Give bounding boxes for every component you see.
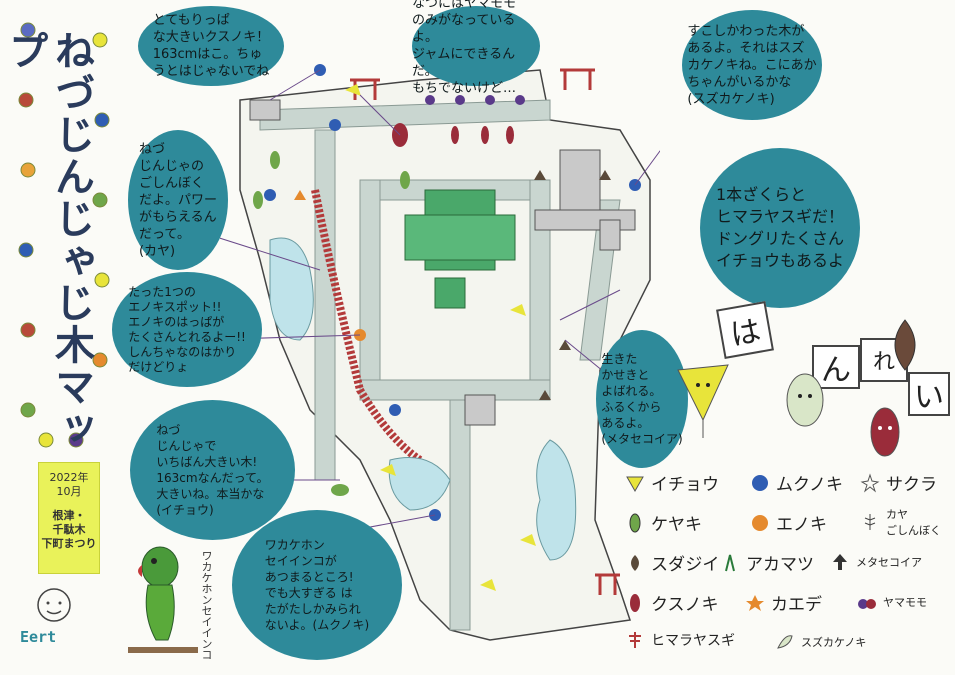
bubble-ichou-text: ねづ じんじゃで いちばん大きい木! 163cmなんだって。 大きいね。本当かな… [156, 423, 269, 517]
legend-akamatsu: アカマツ [720, 550, 814, 575]
bubble-mukunoki: ワカケホン セイインコが あつまるところ! でも大すぎる は たがたしかみられ … [232, 510, 402, 660]
akamatsu-needle-icon [725, 554, 735, 571]
bubble-metasequoia-text: 生きた かせきと よばれる。 ふるくから あるよ。 (メタセコイア) [601, 352, 683, 446]
ichou-leaf-icon [626, 476, 644, 492]
kaya-branch-icon [864, 514, 876, 530]
shrine-map [220, 64, 660, 641]
tree-markers [253, 64, 641, 591]
legend-himalaya: ヒマラヤスギ [625, 630, 735, 650]
legend-suzukake: スズカケノキ [775, 632, 866, 652]
legend-kaya: カヤ ごしんぼく [860, 506, 941, 538]
date-place-1: 根津・ [52, 509, 86, 522]
legend-kaede: カエデ [745, 590, 822, 615]
bubble-sakura-text: 1本ざくらと ヒマラヤスギだ！ ドングリたくさん イチョウもあるよ [715, 185, 844, 270]
bubble-enoki-text: たった1つの エノキスポット!! エノキのはっぱが たくさんとれるよー!! しん… [128, 284, 246, 374]
legend-metasequoia: メタセコイア [830, 552, 922, 572]
map-title: ねづじんじゃじ木マップ [2, 30, 94, 450]
sudajii-acorn-icon [631, 554, 639, 571]
keyaki-leaf-icon [629, 513, 641, 532]
bubble-enoki: たった1つの エノキスポット!! エノキのはっぱが たくさんとれるよー!! しん… [112, 272, 262, 387]
legend-sign-n: ん [812, 345, 860, 389]
bubble-kusunoki-text: とてもりっぱ な大きいクスノキ！ 163cmはこ。ちゅ うとはじゃないでね [152, 13, 270, 79]
date-place-2: 千駄木 [52, 523, 86, 536]
other-buildings [249, 99, 636, 426]
leaf-character-icon [786, 373, 824, 427]
enoki-berry-icon [752, 514, 768, 531]
parrot-label: ワカケホンセイインコ [200, 550, 213, 660]
kaede-leaf-icon [746, 594, 764, 611]
bubble-suzukake-text: すこしかわった木が あるよ。それはスズ カケノキね。こにあか ちゃんがいるかな … [687, 23, 817, 107]
ginkgo-character-icon [677, 364, 729, 438]
yamamomo-berry-icon [858, 599, 876, 609]
himalaya-cedar-icon [629, 632, 641, 648]
bubble-sakura: 1本ざくらと ヒマラヤスギだ！ ドングリたくさん イチョウもあるよ [700, 148, 860, 308]
tree-legend: イチョウ ムクノキ サクラ ケヤキ エノキ カヤ ごしんぼく スダジイ [625, 470, 945, 660]
mukunoki-berry-icon [752, 474, 768, 491]
legend-yamamomo: ヤマモモ [857, 592, 927, 612]
legend-sakura: サクラ [860, 470, 937, 495]
kusunoki-character-icon [870, 407, 900, 457]
legend-enoki: エノキ [750, 510, 827, 535]
legend-sign-ha: は [716, 301, 774, 359]
date-box: 2022年 10月 根津・ 千駄木 下町まつり [38, 462, 100, 574]
bubble-metasequoia: 生きた かせきと よばれる。 ふるくから あるよ。 (メタセコイア) [596, 330, 688, 468]
legend-keyaki: ケヤキ [625, 510, 702, 535]
bubble-yamamomo: なつにはヤマモモ のみがなっているよ。 ジャムにできるんだ。 もちでないけど… [412, 0, 540, 96]
title-column: ねづじんじゃじ木マップ [2, 10, 114, 450]
legend-kaya-label-1: カヤ [886, 508, 908, 521]
kid-face-icon [37, 588, 71, 622]
legend-sign-i: い [908, 372, 950, 416]
signature: Eert [20, 628, 57, 646]
suzukake-leaf-icon [777, 635, 793, 649]
legend-mukunoki: ムクノキ [750, 470, 843, 495]
date-year: 2022年 [49, 471, 89, 484]
bubble-kusunoki: とてもりっぱ な大きいクスノキ！ 163cmはこ。ちゅ うとはじゃないでね [138, 6, 284, 86]
bubble-mukunoki-text: ワカケホン セイインコが あつまるところ! でも大すぎる は たがたしかみられ … [264, 538, 370, 632]
metasequoia-arrow-icon [833, 554, 847, 570]
legend-ichou: イチョウ [625, 470, 719, 495]
ponds [269, 237, 577, 561]
sudajii-character-icon [894, 319, 916, 371]
torii-tunnel-path [311, 189, 423, 464]
bubble-suzukake: すこしかわった木が あるよ。それはスズ カケノキね。こにあか ちゃんがいるかな … [682, 10, 822, 120]
main-shrine-building [404, 189, 516, 309]
date-month: 10月 [56, 485, 82, 498]
bubble-kaya: ねづ じんじゃの ごしんぼく だよ。パワー がもらえるん だって。 (カヤ) [128, 130, 228, 270]
legend-kusunoki: クスノキ [625, 590, 719, 615]
sakura-flower-icon [860, 472, 880, 492]
date-place-3: 下町まつり [41, 537, 97, 550]
parrot-icon [128, 546, 198, 653]
leaf-border-decoration [18, 22, 110, 448]
torii-gates [350, 68, 620, 595]
bubble-kaya-text: ねづ じんじゃの ごしんぼく だよ。パワー がもらえるん だって。 (カヤ) [138, 141, 217, 259]
kusunoki-leaf-icon [630, 593, 640, 612]
legend-kaya-label-2: ごしんぼく [886, 524, 941, 537]
legend-sudajii: スダジイ [625, 550, 719, 575]
bubble-ichou: ねづ じんじゃで いちばん大きい木! 163cmなんだって。 大きいね。本当かな… [130, 400, 295, 540]
bubble-yamamomo-text: なつにはヤマモモ のみがなっているよ。 ジャムにできるんだ。 もちでないけど… [412, 0, 517, 96]
